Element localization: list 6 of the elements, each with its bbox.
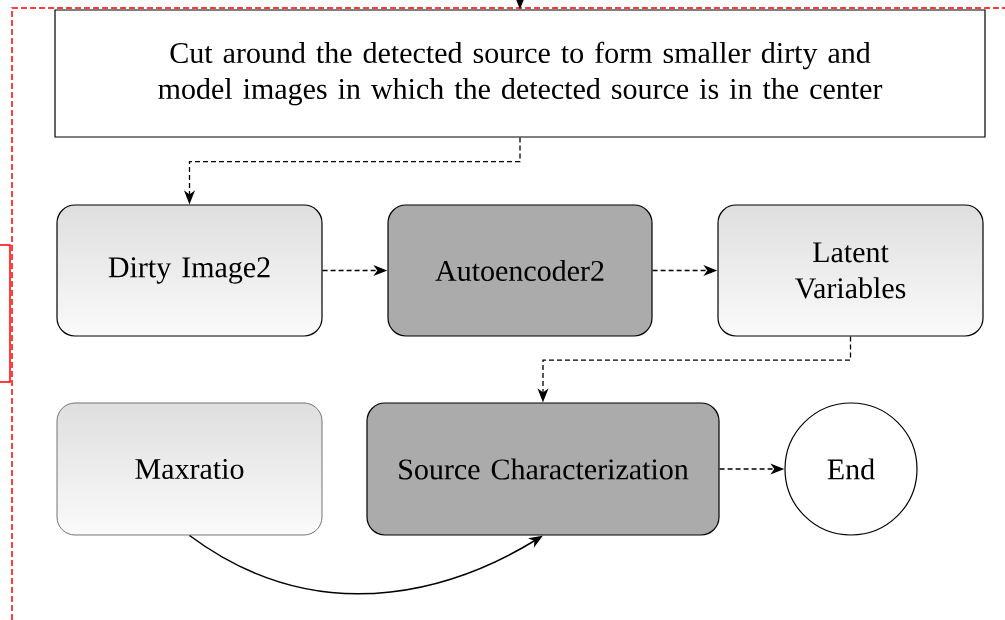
process-box: Cut around the detected source to form smaller dirty and model images in which the detected source is in the center [54,9,986,138]
process-box: Dirty Image2 [56,204,323,337]
process-box: Maxratio [56,402,323,536]
process-box: Latent Variables [717,204,984,337]
process-box: Autoencoder2 [387,204,653,337]
process-box: Source Characterization [366,402,720,536]
